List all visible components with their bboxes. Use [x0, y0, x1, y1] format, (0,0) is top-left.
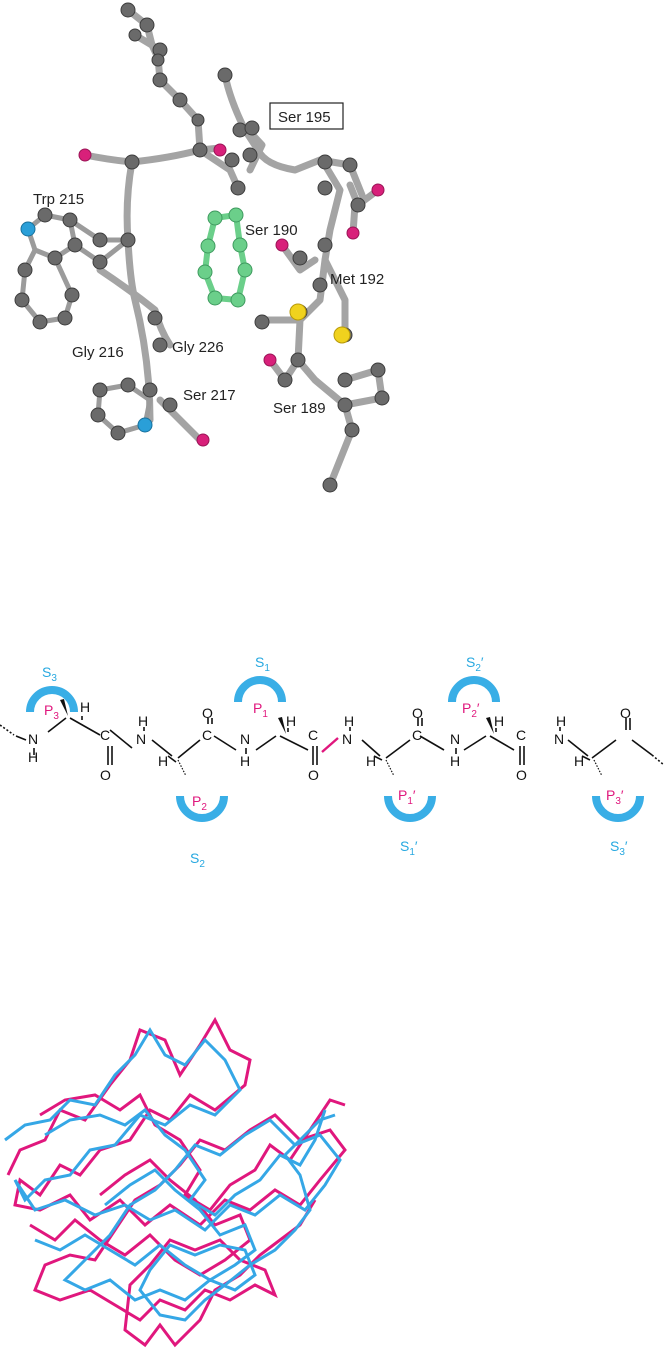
h-atom: H — [450, 753, 460, 769]
n-atom: N — [450, 731, 460, 747]
residue-p1-label: P1 — [253, 700, 268, 720]
h-atom: H — [574, 753, 584, 769]
c-atom: C — [100, 727, 110, 743]
residue-p2-prime-label: P2′ — [462, 700, 480, 720]
ser190-label: Ser 190 — [245, 222, 298, 239]
ser189-label: Ser 189 — [273, 400, 326, 417]
o-atom: O — [412, 705, 423, 721]
subsite-labels: S3 S2 S1 S1′ S2′ S3′ — [42, 654, 628, 870]
gly216-label: Gly 216 — [72, 344, 124, 361]
scissile-bond — [322, 738, 338, 752]
superposition-traces — [5, 1020, 345, 1345]
n-atom: N — [240, 731, 250, 747]
h-atom: H — [240, 753, 250, 769]
h-atom: H — [138, 713, 148, 729]
magenta-trace — [40, 1095, 345, 1210]
met192-label: Met 192 — [330, 271, 384, 288]
site-s2-label: S2 — [190, 850, 205, 870]
atom-labels: N H H C O N H H O C N H H C O N H H O C … — [28, 699, 631, 783]
subsite-diagram: N H H C O N H H O C N H H C O N H H O C … — [0, 654, 664, 870]
residue-p1-prime-label: P1′ — [398, 787, 416, 807]
trp215-label: Trp 215 — [33, 191, 84, 208]
blue-trace — [5, 1030, 340, 1320]
site-s1-prime-label: S1′ — [400, 838, 418, 858]
o-atom: O — [516, 767, 527, 783]
o-atom: O — [202, 705, 213, 721]
h-atom: H — [366, 753, 376, 769]
h-atom: H — [158, 753, 168, 769]
residue-labels: P3 P2 P1 P1′ P2′ P3′ — [44, 700, 624, 813]
pocket-arcs — [30, 680, 640, 818]
h-atom: H — [494, 713, 504, 729]
stereo-wedges — [60, 699, 494, 734]
o-atom: O — [620, 705, 631, 721]
site-s1-label: S1 — [255, 654, 270, 674]
residue-p3-prime-label: P3′ — [606, 787, 624, 807]
gly226-label: Gly 226 — [172, 339, 224, 356]
ligand-ring — [205, 215, 245, 300]
c-atom: C — [412, 727, 422, 743]
site-s3-label: S3 — [42, 664, 57, 684]
n-atom: N — [136, 731, 146, 747]
c-atom: C — [516, 727, 526, 743]
h-atom: H — [286, 713, 296, 729]
c-atom: C — [308, 727, 318, 743]
ser217-label: Ser 217 — [183, 387, 236, 404]
h-atom: H — [344, 713, 354, 729]
n-atom: N — [28, 731, 38, 747]
site-s2-prime-label: S2′ — [466, 654, 484, 674]
residue-p2-label: P2 — [192, 793, 207, 813]
ser195-label: Ser 195 — [278, 109, 331, 126]
o-atom: O — [308, 767, 319, 783]
n-atom: N — [342, 731, 352, 747]
active-site-structure: Ser 195 Trp 215 Ser 190 Met 192 Gly 216 … — [15, 3, 389, 492]
o-atom: O — [100, 767, 111, 783]
h-atom: H — [556, 713, 566, 729]
h-atom: H — [28, 749, 38, 765]
h-atom: H — [80, 699, 90, 715]
c-atom: C — [202, 727, 212, 743]
site-s3-prime-label: S3′ — [610, 838, 628, 858]
n-atom: N — [554, 731, 564, 747]
trp215-ring — [22, 215, 128, 322]
residue-p3-label: P3 — [44, 702, 59, 722]
